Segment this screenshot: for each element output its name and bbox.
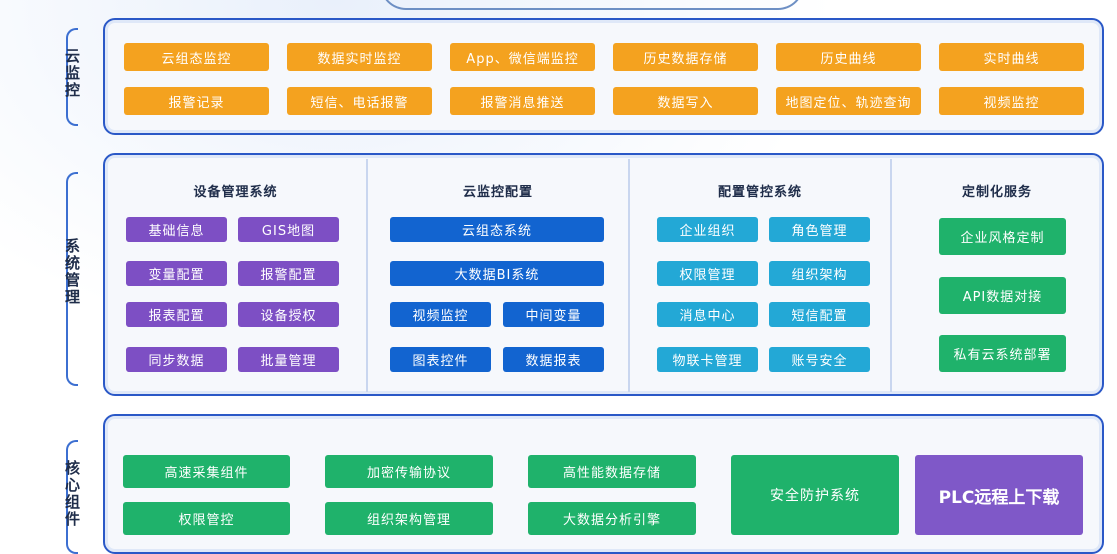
config-control-item: 消息中心 [657,302,758,327]
config-control-item: 账号安全 [769,347,870,372]
cloud-monitor-label: 云监控 [63,48,81,99]
core-component-item: 加密传输协议 [325,455,493,488]
core-component-item: 组织架构管理 [325,502,493,535]
device-management-title: 设备管理系统 [193,185,278,200]
cloud-monitor-item: 地图定位、轨迹查询 [776,87,921,115]
system-management-label: 系统管理 [63,238,81,306]
config-control-item: 短信配置 [769,302,870,327]
device-item: 批量管理 [238,347,339,372]
config-control-item: 组织架构 [769,261,870,286]
config-control-item: 角色管理 [769,217,870,242]
core-components-panel: 高速采集组件 加密传输协议 高性能数据存储 权限管控 组织架构管理 大数据分析引… [103,414,1104,554]
config-control-item: 权限管理 [657,261,758,286]
cloud-config-wide-item: 云组态系统 [390,217,604,242]
cloud-monitor-item: 历史曲线 [776,43,921,71]
device-item: 报警配置 [238,261,339,286]
config-control-item: 企业组织 [657,217,758,242]
column-divider [890,159,892,392]
core-component-item: 权限管控 [123,502,290,535]
cloud-monitor-item: 视频监控 [939,87,1084,115]
custom-service-item: 私有云系统部署 [939,335,1066,372]
system-management-panel: 设备管理系统 基础信息 GIS地图 变量配置 报警配置 报表配置 设备授权 同步… [103,153,1104,396]
core-component-item: 高速采集组件 [123,455,290,488]
security-protection-system: 安全防护系统 [731,455,899,535]
cloud-config-wide-item: 大数据BI系统 [390,261,604,286]
config-control-item: 物联卡管理 [657,347,758,372]
cloud-monitor-item: 数据写入 [613,87,758,115]
device-item: 变量配置 [126,261,227,286]
cloud-monitor-item: App、微信端监控 [450,43,595,71]
cloud-config-item: 图表控件 [390,347,491,372]
device-item: GIS地图 [238,217,339,242]
config-control-title: 配置管控系统 [717,185,802,200]
cloud-config-title: 云监控配置 [462,185,533,200]
core-component-item: 大数据分析引擎 [528,502,696,535]
cloud-monitor-item: 报警消息推送 [450,87,595,115]
custom-service-item: 企业风格定制 [939,218,1066,255]
cloud-config-item: 中间变量 [503,302,604,327]
cloud-monitor-item: 报警记录 [124,87,269,115]
device-item: 设备授权 [238,302,339,327]
cloud-monitor-item: 历史数据存储 [613,43,758,71]
cloud-monitor-bracket [66,28,78,126]
custom-service-item: API数据对接 [939,277,1066,314]
core-component-item: 高性能数据存储 [528,455,696,488]
cloud-monitor-item: 云组态监控 [124,43,269,71]
system-management-bracket [66,172,78,386]
top-decorative-curve [380,0,804,10]
cloud-config-item: 数据报表 [503,347,604,372]
device-item: 报表配置 [126,302,227,327]
cloud-monitor-item: 实时曲线 [939,43,1084,71]
plc-remote-download: PLC远程上下载 [915,455,1083,535]
cloud-monitor-item: 短信、电话报警 [287,87,432,115]
device-item: 同步数据 [126,347,227,372]
device-item: 基础信息 [126,217,227,242]
cloud-config-item: 视频监控 [390,302,491,327]
column-divider [628,159,630,392]
column-divider [366,159,368,392]
cloud-monitor-panel: 云组态监控 数据实时监控 App、微信端监控 历史数据存储 历史曲线 实时曲线 … [103,18,1104,135]
cloud-monitor-item: 数据实时监控 [287,43,432,71]
core-components-label: 核心组件 [63,460,81,528]
custom-service-title: 定制化服务 [961,185,1032,200]
